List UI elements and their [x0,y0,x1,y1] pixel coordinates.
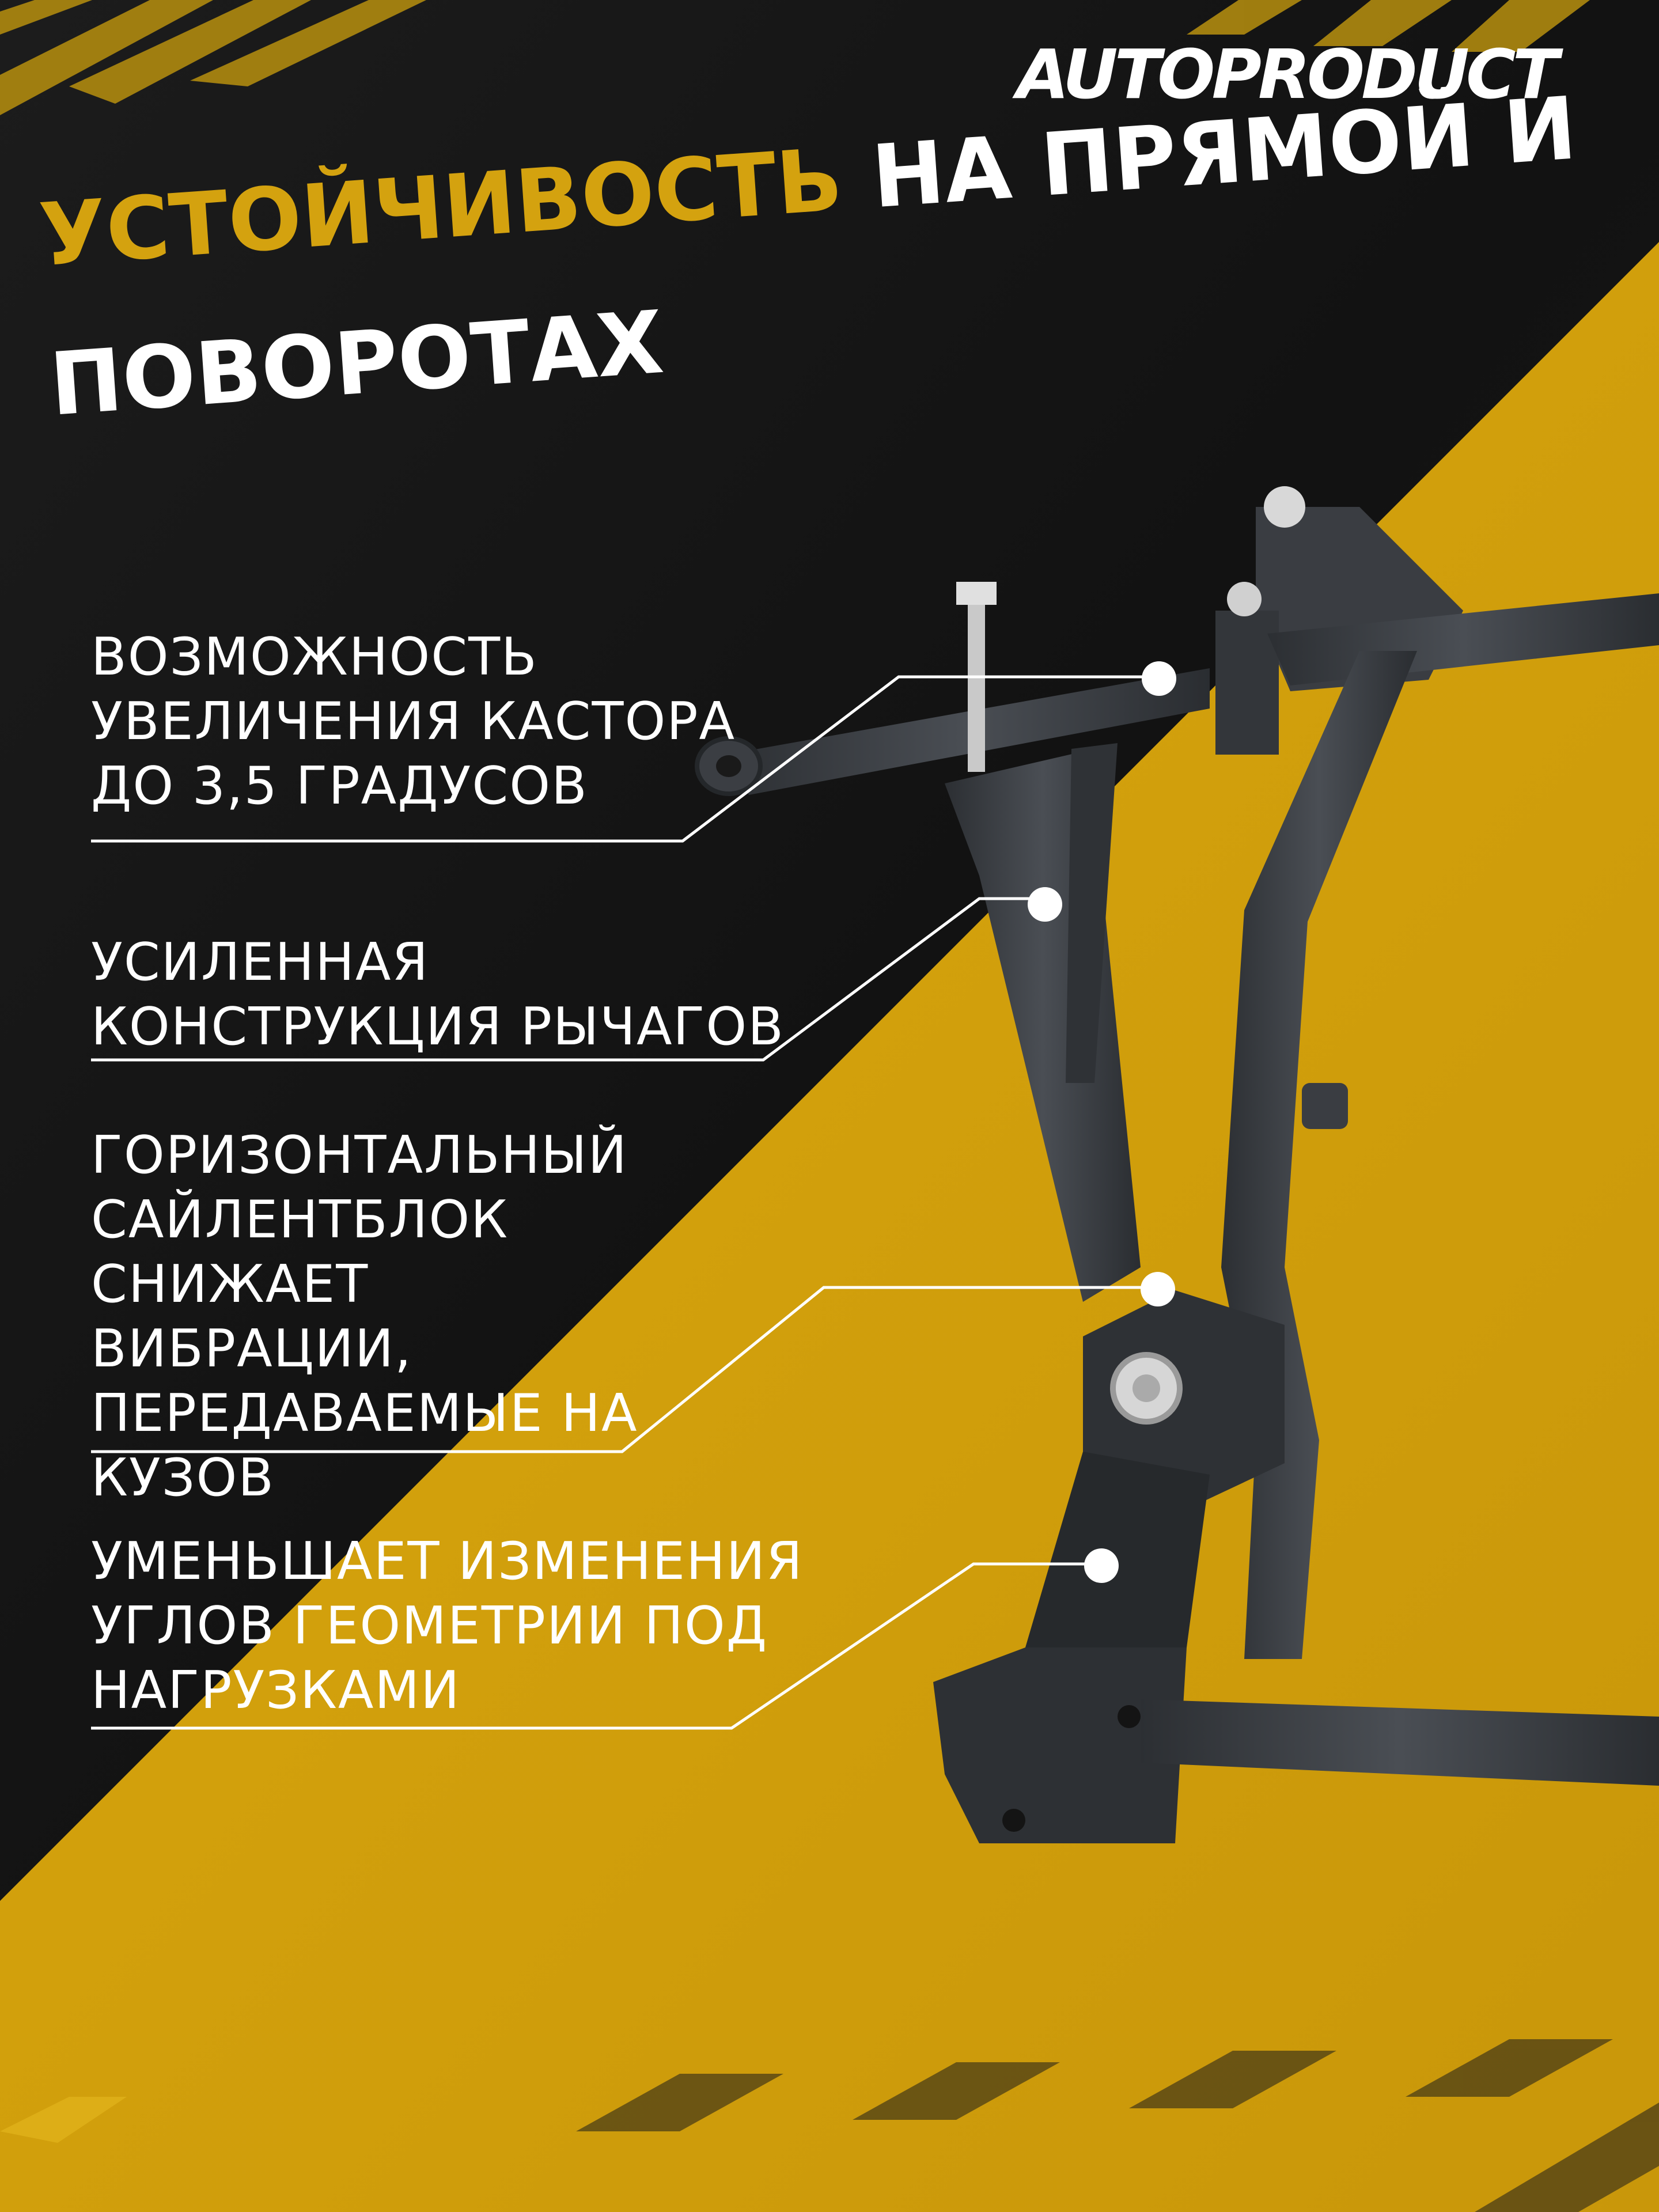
brand-logo: AUTOPRODUCT [1016,35,1559,114]
hazard-stripes-top-right [1187,0,1590,52]
feature-silentblock: ГОРИЗОНТАЛЬНЫЙ САЙЛЕНТБЛОК СНИЖАЕТ ВИБРА… [91,1125,638,1508]
headline-accent: УСТОЙЧИВОСТЬ [36,130,846,286]
feature-reinforced-arms: УСИЛЕННАЯ КОНСТРУКЦИЯ РЫЧАГОВ [91,932,785,1057]
hazard-stripes-top-left [0,0,426,115]
feature-caster: ВОЗМОЖНОСТЬ УВЕЛИЧЕНИЯ КАСТОРА ДО 3,5 ГР… [91,627,736,816]
hazard-stripes-bottom-left [0,2097,127,2143]
feature-geometry: УМЕНЬШАЕТ ИЗМЕНЕНИЯ УГЛОВ ГЕОМЕТРИИ ПОД … [91,1531,804,1721]
hazard-stripes-bottom [576,2039,1659,2212]
headline-rest-1: НА ПРЯМОЙ И [869,78,1580,228]
headline-rest-2: ПОВОРОТАХ [47,292,667,435]
